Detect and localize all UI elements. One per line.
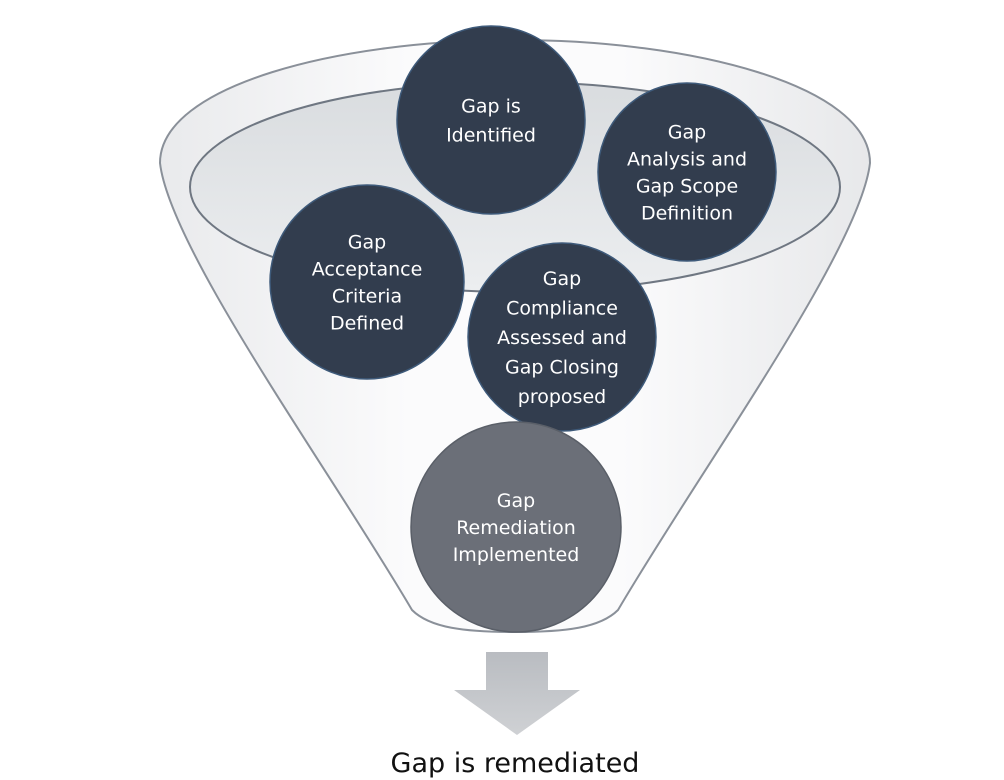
stage-label-line: Remediation <box>456 517 576 539</box>
stage-label-line: Gap is <box>461 96 521 118</box>
stage-label-line: Gap Scope <box>636 176 738 198</box>
stage-label-line: Gap <box>497 490 535 512</box>
stage-label-line: Compliance <box>506 298 618 320</box>
stage-label-line: Gap <box>543 268 581 290</box>
stage-circle <box>396 25 586 215</box>
stage-label-line: Identified <box>446 125 536 147</box>
stage-label-line: Gap <box>668 122 706 144</box>
down-arrow-icon <box>454 652 580 735</box>
stage-circle <box>467 242 657 432</box>
stage-circle <box>597 82 777 262</box>
stage-label-line: Criteria <box>332 286 402 308</box>
stage-label-line: Defined <box>330 313 404 335</box>
outcome-label: Gap is remediated <box>391 748 640 779</box>
stage-gap-identified: Gap is Identified <box>396 25 586 215</box>
stage-label-line: Implemented <box>453 544 580 566</box>
stage-label-line: Acceptance <box>312 259 423 281</box>
stage-label-line: proposed <box>518 386 606 408</box>
stage-label-line: Gap <box>348 232 386 254</box>
stage-label-line: Analysis and <box>627 149 747 171</box>
stage-circle <box>410 421 622 633</box>
stage-circle <box>269 184 465 380</box>
stage-label-line: Definition <box>641 203 733 225</box>
stage-label-line: Gap Closing <box>505 357 619 379</box>
stage-label-line: Assessed and <box>497 327 627 349</box>
